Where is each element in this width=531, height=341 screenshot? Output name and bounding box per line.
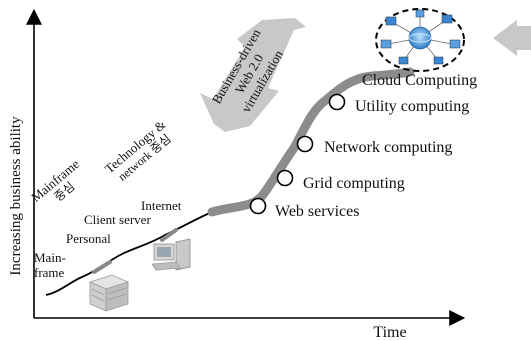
right-pointer-arrow xyxy=(493,20,531,56)
double-arrow-shape xyxy=(200,18,306,132)
x-axis-label: Time xyxy=(373,324,406,341)
era-label-mainframe-line2: frame xyxy=(34,265,65,280)
era-label-client-server: Client server xyxy=(84,212,151,227)
era-label-internet: Internet xyxy=(141,198,182,213)
milestone-circle-network-computing xyxy=(296,135,314,153)
milestone-label-web-services: Web services xyxy=(275,203,359,220)
desktop-computer-icon xyxy=(151,238,191,271)
mainframe-focus-label: Mainframe 중심 xyxy=(28,156,82,205)
milestone-circle-web-services xyxy=(249,197,267,215)
milestone-markers xyxy=(249,93,346,215)
cloud-network-icon xyxy=(375,8,465,72)
era-label-mainframe-line1: Main- xyxy=(34,250,66,265)
milestone-label-utility-computing: Utility computing xyxy=(355,98,469,115)
business-driven-arrow: Business-driven Web 2.0 virtualization xyxy=(200,18,306,132)
era-label-personal: Personal xyxy=(66,231,111,246)
early-curve-shadow xyxy=(92,228,178,274)
server-rack-icon xyxy=(88,274,130,312)
early-curve-segment xyxy=(45,211,213,296)
milestone-label-grid-computing: Grid computing xyxy=(303,175,405,192)
milestone-label-network-computing: Network computing xyxy=(324,139,452,156)
cloud-dashed-outline xyxy=(375,8,465,72)
y-axis-label: Increasing business ability xyxy=(8,116,24,276)
milestone-label-cloud-computing: Cloud Computing xyxy=(362,72,477,89)
axes xyxy=(26,8,466,326)
milestone-circle-utility-computing xyxy=(328,93,346,111)
milestone-circle-grid-computing xyxy=(276,169,294,187)
technology-focus-label: Technology & network 중심 xyxy=(102,117,174,184)
